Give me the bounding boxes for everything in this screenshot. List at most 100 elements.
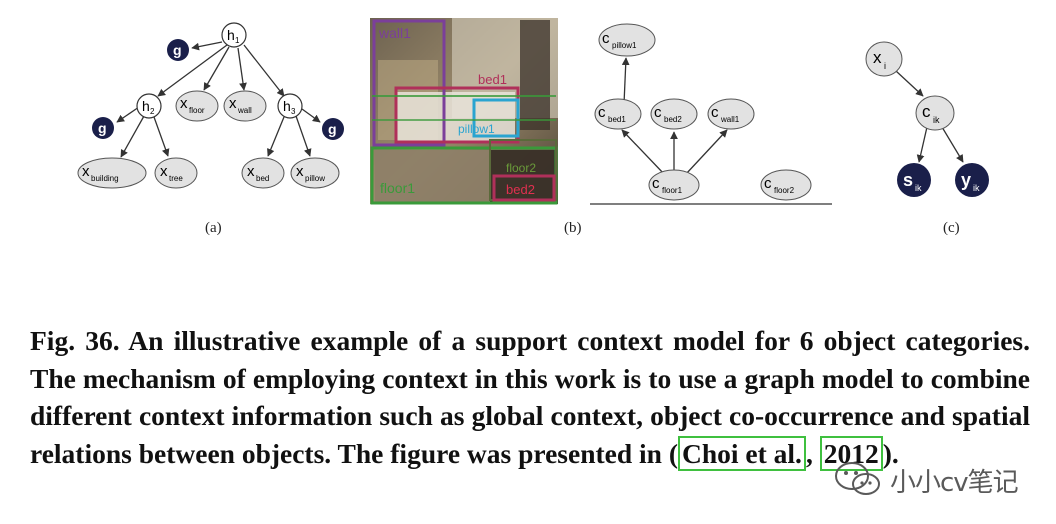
node-c-pillow1: c pillow1	[598, 23, 656, 57]
svg-text:building: building	[91, 174, 119, 183]
node-c-bed1: c bed1	[594, 98, 642, 130]
svg-text:y: y	[961, 170, 971, 190]
node-h1: h 1	[221, 22, 247, 48]
node-h2: h 2	[136, 93, 162, 119]
bed2-box	[492, 174, 556, 202]
watermark-text: 小小cv笔记	[890, 468, 1019, 498]
edge-h3-xpillow	[295, 115, 312, 157]
svg-text:wall: wall	[237, 106, 252, 115]
node-c-wall1: c wall1	[707, 98, 755, 130]
svg-text:floor2: floor2	[774, 186, 795, 195]
svg-text:x: x	[873, 48, 882, 67]
svg-text:x: x	[247, 163, 255, 180]
svg-text:floor: floor	[189, 106, 205, 115]
svg-text:c: c	[602, 30, 610, 47]
svg-text:bed2: bed2	[664, 115, 682, 124]
edge-h2-xtree	[153, 116, 170, 157]
edge-h1-h2	[157, 44, 228, 97]
node-c-floor2: c floor2	[760, 169, 812, 201]
panel-c-graph: x i c ik s ik y ik (c)	[865, 41, 989, 236]
node-c-ik: c ik	[915, 95, 955, 131]
svg-text:1: 1	[235, 36, 240, 45]
svg-text:x: x	[160, 163, 168, 180]
svg-text:2: 2	[150, 107, 155, 116]
node-g-top: g	[167, 39, 189, 61]
edge-h2-xbuilding	[120, 115, 145, 158]
svg-text:c: c	[654, 104, 662, 121]
edge-x-c	[895, 70, 924, 97]
panel-a-label: (a)	[205, 220, 222, 236]
svg-text:ik: ik	[933, 115, 940, 125]
svg-text:x: x	[296, 163, 304, 180]
citation-author-link[interactable]: Choi et al.	[678, 435, 806, 471]
figure: h 1 g h 2 h 3 x floor x wall g	[77, 18, 989, 236]
svg-text:h: h	[142, 98, 150, 114]
svg-text:s: s	[903, 170, 913, 190]
node-g-left: g	[92, 117, 114, 139]
pillow1-label: pillow1	[458, 122, 495, 136]
edge-cfloor1-cbed1	[621, 129, 666, 176]
svg-text:c: c	[922, 102, 931, 121]
node-x-tree: x tree	[154, 157, 198, 189]
panel-b-photo: wall1 bed1 pillow1 floor1 floor2 bed2 (b…	[370, 18, 582, 236]
node-y-ik: y ik	[955, 163, 989, 197]
svg-text:c: c	[711, 104, 719, 121]
caption-tail: ).	[882, 437, 899, 469]
node-x-building: x building	[77, 157, 147, 189]
svg-text:bed1: bed1	[608, 115, 626, 124]
edge-cbed1-cpillow1	[621, 57, 630, 105]
edge-h3-xbed	[267, 116, 285, 157]
svg-text:x: x	[180, 95, 188, 112]
node-x-floor: x floor	[175, 90, 219, 122]
svg-text:pillow1: pillow1	[612, 41, 637, 50]
wall1-label: wall1	[378, 25, 411, 41]
svg-text:tree: tree	[169, 174, 183, 183]
citation-separator: ,	[805, 437, 820, 469]
edge-c-y	[941, 126, 964, 163]
panel-b-label: (b)	[564, 220, 582, 236]
panel-a-graph: h 1 g h 2 h 3 x floor x wall g	[77, 22, 344, 236]
svg-text:ik: ik	[915, 183, 922, 193]
figure-svg: h 1 g h 2 h 3 x floor x wall g	[77, 18, 989, 236]
svg-text:g: g	[98, 120, 107, 136]
svg-text:g: g	[173, 42, 182, 58]
node-x-bed: x bed	[241, 157, 285, 189]
svg-text:g: g	[328, 121, 337, 137]
figure-caption: Fig. 36. An illustrative example of a su…	[30, 322, 1030, 472]
node-c-bed2: c bed2	[650, 98, 698, 130]
edge-h1-g	[191, 41, 223, 51]
floor1-label: floor1	[380, 180, 415, 196]
bed2-label: bed2	[506, 182, 535, 197]
svg-text:pillow: pillow	[305, 174, 325, 183]
svg-text:h: h	[227, 27, 235, 43]
node-x-i: x i	[865, 41, 903, 77]
edge-c-s	[916, 126, 928, 163]
edge-h1-xwall	[237, 47, 247, 91]
wechat-icon	[835, 462, 880, 495]
svg-text:x: x	[82, 163, 90, 180]
edge-h3-g	[301, 108, 321, 123]
svg-text:bed: bed	[256, 174, 269, 183]
edge-h1-h3	[243, 44, 285, 97]
watermark: 小小cv笔记	[832, 458, 1032, 498]
panel-c-label: (c)	[943, 220, 960, 236]
edge-h2-g	[116, 106, 140, 123]
node-x-wall: x wall	[223, 90, 267, 122]
node-s-ik: s ik	[897, 163, 931, 197]
svg-text:c: c	[652, 175, 660, 192]
floor2-label: floor2	[506, 161, 536, 175]
bed1-label: bed1	[478, 72, 507, 87]
edge-cfloor1-cwall1	[685, 129, 728, 175]
caption-text: Fig. 36. An illustrative example of a su…	[30, 325, 1030, 469]
svg-text:ik: ik	[973, 183, 980, 193]
panel-b-graph: c pillow1 c bed1 c bed2 c wall1 c floor1…	[590, 23, 832, 205]
svg-text:c: c	[598, 104, 606, 121]
edge-h1-xfloor	[203, 46, 230, 91]
node-x-pillow: x pillow	[290, 157, 340, 189]
svg-text:c: c	[764, 175, 772, 192]
svg-text:i: i	[884, 61, 886, 71]
svg-text:3: 3	[291, 107, 296, 116]
pillow1-box	[472, 98, 520, 138]
node-g-right: g	[322, 118, 344, 140]
svg-text:h: h	[283, 98, 291, 114]
